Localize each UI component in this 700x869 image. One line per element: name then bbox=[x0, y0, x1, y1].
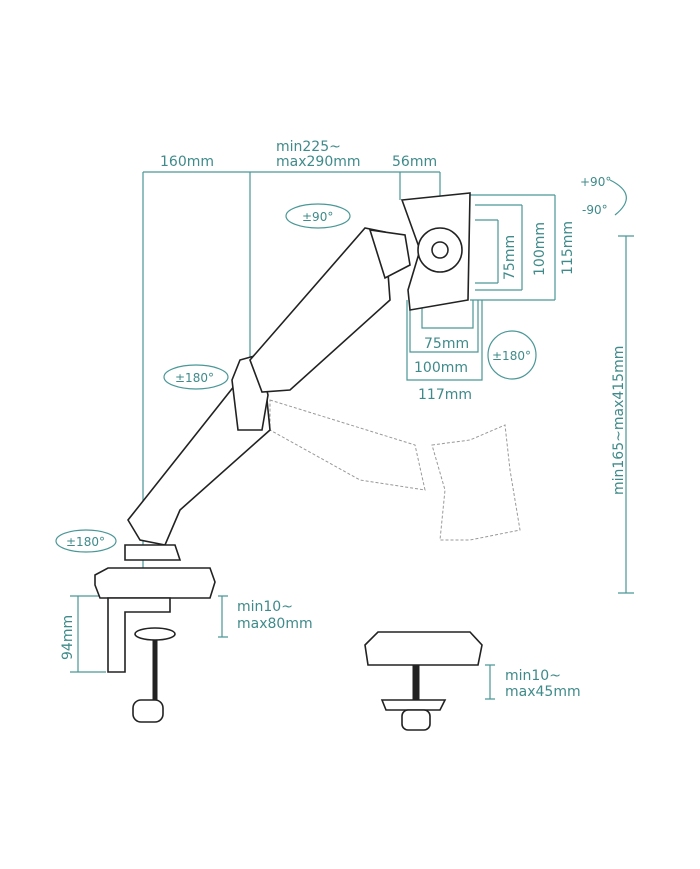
label-tilt-up: +90° bbox=[580, 175, 611, 189]
dimension-lines bbox=[55, 171, 634, 700]
label-grommet-desk-2: max45mm bbox=[505, 684, 581, 700]
label-swivel-head: ±90° bbox=[302, 210, 333, 224]
label-arm-reach-2: max290mm bbox=[276, 154, 361, 170]
label-height-range: min165~max415mm bbox=[611, 346, 627, 495]
label-plate-height: 115mm bbox=[560, 221, 576, 275]
label-clamp-desk-1: min10~ bbox=[237, 599, 293, 615]
label-clamp-height: 94mm bbox=[60, 615, 76, 660]
label-plate-depth: 56mm bbox=[392, 154, 437, 170]
dimension-labels: 160mm min225~ max290mm 56mm 75mm 100mm 1… bbox=[60, 139, 627, 700]
label-grommet-desk-1: min10~ bbox=[505, 668, 561, 684]
label-vesa-h-75: 75mm bbox=[424, 336, 469, 352]
label-plate-width: 117mm bbox=[418, 387, 472, 403]
label-swivel-base: ±180° bbox=[66, 535, 105, 549]
label-clamp-desk-2: max80mm bbox=[237, 616, 313, 632]
label-rotate-plate: ±180° bbox=[492, 349, 531, 363]
label-vesa-h-100: 100mm bbox=[414, 360, 468, 376]
monitor-arm bbox=[94, 192, 483, 731]
label-swivel-elbow: ±180° bbox=[175, 371, 214, 385]
ghost-arm-position bbox=[269, 399, 521, 541]
label-base-offset: 160mm bbox=[160, 154, 214, 170]
label-arm-reach-1: min225~ bbox=[276, 139, 341, 155]
label-tilt-down: -90° bbox=[582, 203, 608, 217]
label-vesa-v-75: 75mm bbox=[502, 235, 518, 280]
rotation-labels: +90° -90° ±90° ±180° ±180° ±180° bbox=[66, 175, 611, 549]
label-vesa-v-100: 100mm bbox=[532, 222, 548, 276]
